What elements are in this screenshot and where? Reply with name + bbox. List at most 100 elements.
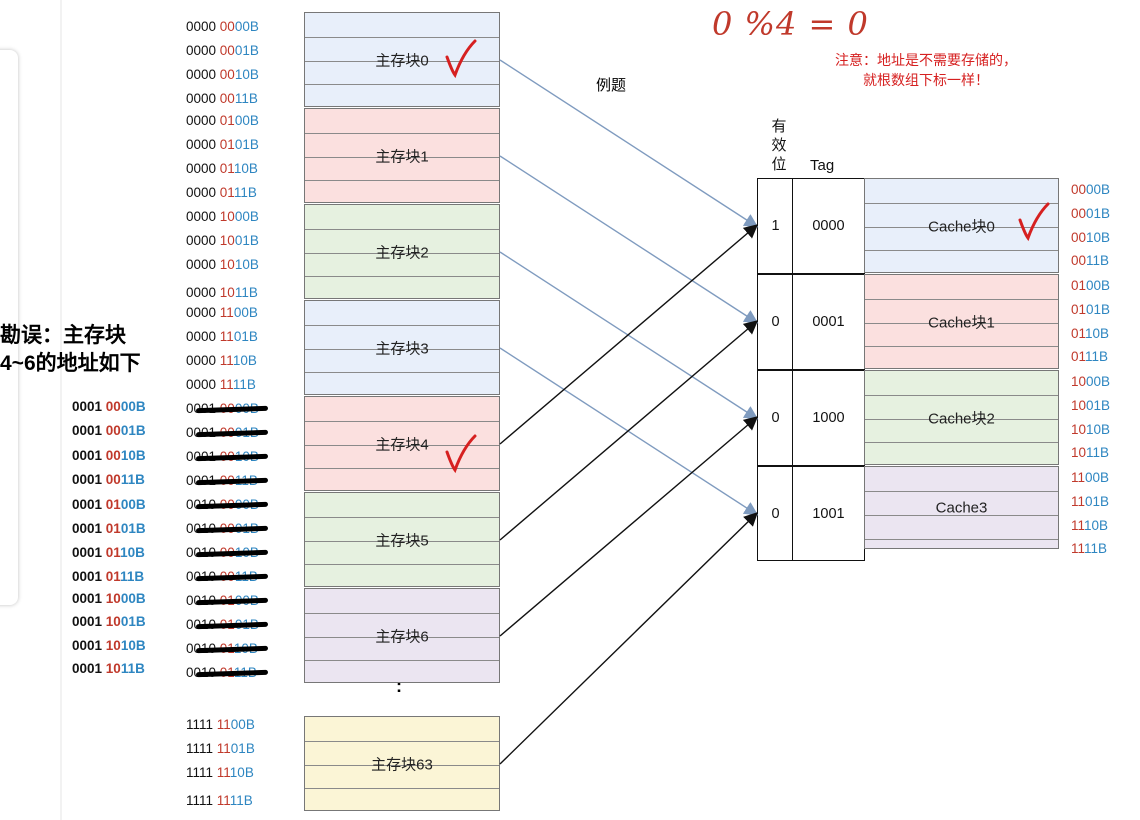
block-row-divider bbox=[305, 36, 499, 38]
block-row-divider bbox=[305, 612, 499, 614]
block-row-divider bbox=[305, 636, 499, 638]
address-mid-low: 01 bbox=[120, 423, 136, 438]
block-row-divider bbox=[305, 788, 499, 790]
address-mid-bits: 0011 bbox=[106, 472, 135, 487]
address-mid-bits: 10 bbox=[219, 233, 235, 248]
address-high-bits: 0000 bbox=[186, 285, 220, 300]
checkmark-icon bbox=[445, 39, 477, 79]
checkmark-icon bbox=[1018, 202, 1050, 242]
main-memory-block: 主存块2 bbox=[304, 204, 500, 299]
block-row-divider bbox=[305, 660, 499, 662]
block-row-divider bbox=[305, 324, 499, 326]
address-high-bits: 0000 bbox=[186, 185, 220, 200]
address-suffix: B bbox=[135, 591, 146, 606]
valid-header-char: 有 bbox=[771, 118, 787, 135]
address-high-bits: 0000 bbox=[186, 67, 220, 82]
address-suffix: B bbox=[135, 448, 146, 463]
address-mid-low: 01 bbox=[120, 614, 136, 629]
address-suffix: B bbox=[135, 423, 146, 438]
address-low-bits: 01B bbox=[1086, 301, 1111, 317]
address-high-bits: 0000 bbox=[186, 233, 220, 248]
address-mid-low: 00 bbox=[120, 591, 136, 606]
cache-block: Cache块0 bbox=[864, 178, 1059, 273]
address-low-bits: 10B bbox=[1085, 325, 1110, 341]
address-high-bits: 0000 bbox=[186, 209, 220, 224]
address-mid-high: 10 bbox=[105, 591, 121, 606]
address-low-bits: 01B bbox=[230, 741, 255, 756]
address-mid-bits: 01 bbox=[1071, 301, 1087, 317]
address-mid-bits: 10 bbox=[219, 285, 235, 300]
main-memory-block: 主存块4 bbox=[304, 396, 500, 491]
cache-address: 0001B bbox=[1071, 206, 1110, 222]
address-high-bits: 0001 bbox=[72, 399, 106, 414]
corrected-address: 0001 0011B bbox=[72, 472, 145, 488]
block-address: 1111 1111B bbox=[186, 793, 253, 809]
block-row-divider bbox=[305, 372, 499, 374]
main-memory-block: 主存块6 bbox=[304, 588, 500, 683]
address-mid-bits: 00 bbox=[219, 91, 235, 106]
address-mid-bits: 00 bbox=[1071, 229, 1087, 245]
block-row-divider bbox=[305, 740, 499, 742]
address-mid-high: 00 bbox=[105, 448, 121, 463]
block-address: 0000 1100B bbox=[186, 305, 258, 321]
address-mid-bits: 1011 bbox=[106, 661, 135, 676]
address-low-bits: 11B bbox=[1085, 349, 1109, 365]
block-row-divider bbox=[305, 420, 499, 422]
cache-tag: 1001 bbox=[792, 466, 865, 561]
block-label: 主存块1 bbox=[375, 148, 429, 165]
block-row-divider bbox=[305, 516, 499, 518]
address-low-bits: 00B bbox=[1086, 374, 1111, 389]
address-mid-bits: 0100 bbox=[106, 497, 136, 512]
block-row-divider bbox=[305, 84, 499, 86]
address-high-bits: 0001 bbox=[72, 521, 106, 536]
main-memory-block: 主存块5 bbox=[304, 492, 500, 587]
address-low-bits: 10B bbox=[1086, 421, 1111, 437]
address-high-bits: 0001 bbox=[72, 545, 106, 560]
address-high-bits: 0001 bbox=[72, 614, 106, 629]
pane-divider bbox=[60, 0, 62, 820]
block-address: 0000 1011B bbox=[186, 285, 258, 301]
block-address: 0000 1110B bbox=[186, 353, 257, 369]
block-address: 0000 1010B bbox=[186, 257, 259, 273]
tag-value: 0000 bbox=[812, 218, 845, 234]
address-high-bits: 0000 bbox=[186, 305, 220, 320]
block-row-divider bbox=[865, 442, 1058, 444]
address-mid-low: 00 bbox=[120, 497, 136, 512]
corrected-address: 0001 0110B bbox=[72, 545, 145, 561]
valid-bit-header: 有效位 bbox=[768, 117, 790, 174]
valid-bit-value: 0 bbox=[771, 314, 780, 330]
block-address: 0000 1111B bbox=[186, 377, 256, 393]
address-mid-low: 11 bbox=[120, 569, 135, 584]
cache-address: 1101B bbox=[1071, 494, 1109, 510]
address-high-bits: 1111 bbox=[186, 741, 217, 756]
block-row-divider bbox=[305, 764, 499, 766]
cache-address: 1111B bbox=[1071, 541, 1107, 557]
cache-address: 1001B bbox=[1071, 398, 1110, 414]
block-row-divider bbox=[865, 418, 1058, 420]
address-suffix: B bbox=[135, 638, 146, 653]
block-row-divider bbox=[305, 252, 499, 254]
cache-address: 0101B bbox=[1071, 302, 1110, 318]
address-suffix: B bbox=[135, 661, 145, 676]
address-low-bits: 00B bbox=[1086, 278, 1111, 293]
block-row-divider bbox=[305, 132, 499, 134]
block-row-divider bbox=[305, 444, 499, 446]
corrected-address: 0001 0000B bbox=[72, 399, 146, 415]
address-mid-bits: 01 bbox=[219, 161, 234, 176]
block-address: 0000 0110B bbox=[186, 161, 258, 177]
address-high-bits: 0000 bbox=[186, 43, 220, 58]
address-high-bits: 1111 bbox=[186, 717, 217, 732]
address-high-bits: 0000 bbox=[186, 19, 220, 34]
address-high-bits: 0000 bbox=[186, 91, 220, 106]
block-row-divider bbox=[865, 226, 1058, 228]
cache-valid-bit: 0 bbox=[757, 370, 794, 466]
address-mid-bits: 11 bbox=[216, 793, 230, 808]
valid-header-char: 位 bbox=[771, 156, 787, 173]
address-low-bits: 11B bbox=[234, 91, 258, 106]
tag-value: 1001 bbox=[812, 505, 845, 522]
block-row-divider bbox=[865, 322, 1058, 324]
app-sidebar[interactable] bbox=[0, 50, 18, 605]
checkmark-icon bbox=[445, 434, 477, 474]
valid-bit-value: 1 bbox=[771, 218, 780, 234]
address-mid-high: 01 bbox=[105, 521, 121, 536]
